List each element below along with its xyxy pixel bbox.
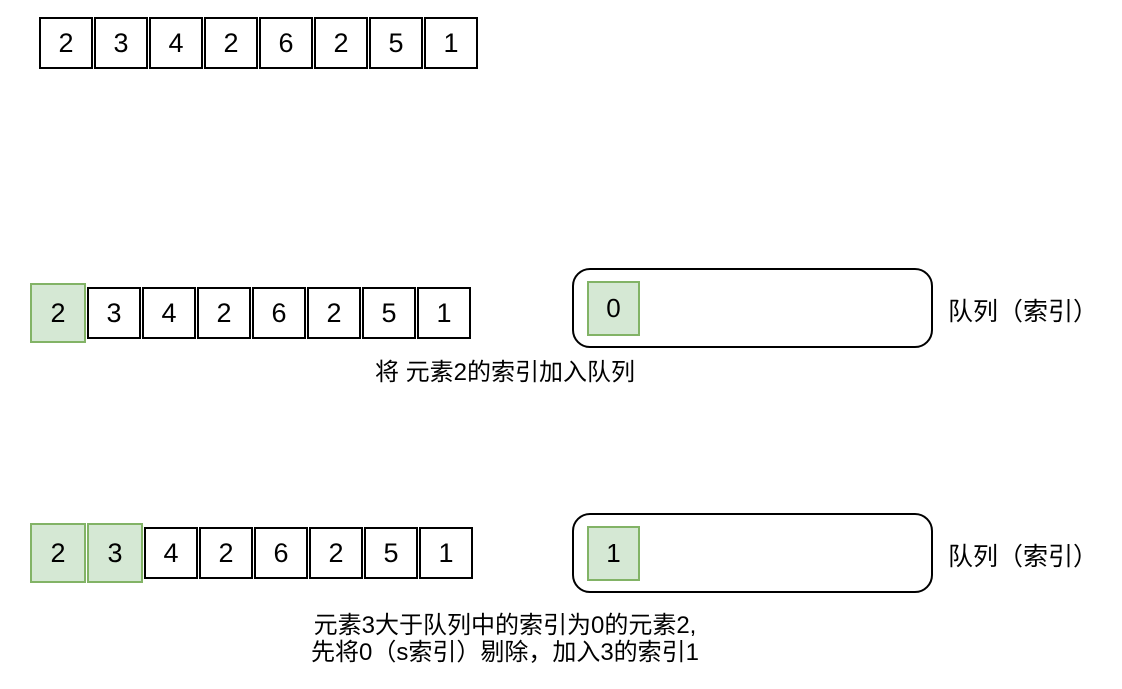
queue-box-step1: 0 [572,268,933,348]
queue-label-step1: 队列（索引） [948,298,1099,326]
array-cell: 3 [94,17,148,69]
array-cell: 4 [144,527,198,579]
array-cell: 3 [87,287,141,339]
array-cell: 6 [252,287,306,339]
caption-line: 先将0（s索引）剔除，加入3的索引1 [310,639,700,666]
array-cell-highlighted: 2 [30,523,86,583]
caption-step2: 元素3大于队列中的索引为0的元素2, 先将0（s索引）剔除，加入3的索引1 [155,612,855,666]
array-cell: 5 [369,17,423,69]
array-cell: 1 [424,17,478,69]
array-cell: 2 [204,17,258,69]
caption-line: 元素3大于队列中的索引为0的元素2, [313,612,697,639]
array-cell: 2 [199,527,253,579]
array-cell: 1 [419,527,473,579]
queue-item: 1 [587,525,640,581]
array-cell-highlighted: 2 [30,283,86,343]
queue-label-step2: 队列（索引） [948,543,1099,571]
array-cell: 5 [364,527,418,579]
array-cell: 1 [417,287,471,339]
queue-box-step2: 1 [572,513,933,593]
array-cell: 2 [39,17,93,69]
array-cell: 2 [309,527,363,579]
array-cell: 2 [314,17,368,69]
array-cell: 5 [362,287,416,339]
array-cell-highlighted: 3 [87,523,143,583]
queue-item: 0 [587,280,640,336]
array-cell: 6 [259,17,313,69]
caption-step1: 将 元素2的索引加入队列 [155,359,855,386]
array-cell: 6 [254,527,308,579]
array-cell: 4 [149,17,203,69]
caption-line: 将 元素2的索引加入队列 [374,359,635,386]
array-cell: 2 [197,287,251,339]
array-cell: 4 [142,287,196,339]
array-cell: 2 [307,287,361,339]
